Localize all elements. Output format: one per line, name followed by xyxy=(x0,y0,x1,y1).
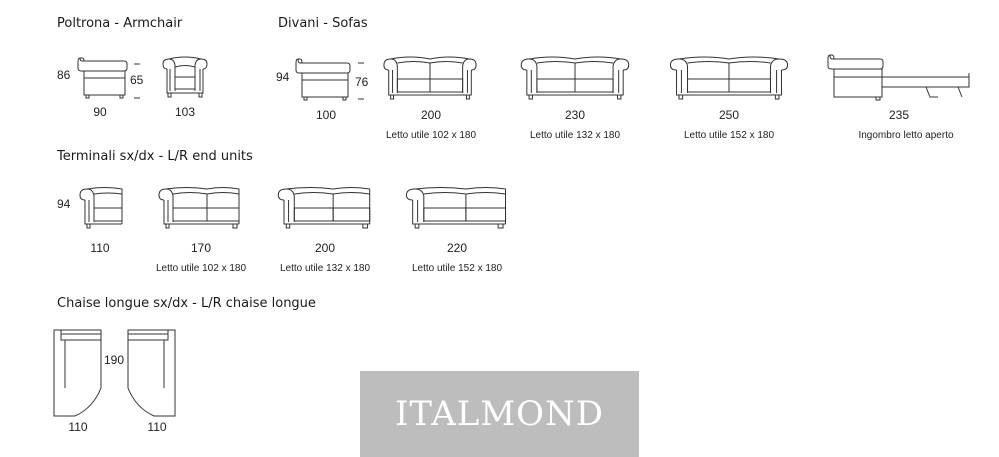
end-units-section-title: Terminali sx/dx - L/R end units xyxy=(57,149,253,164)
sofa-side-width-label: 100 xyxy=(315,108,337,122)
chaise-depth-label: 190 xyxy=(104,353,125,367)
end-unit-200-front-view xyxy=(276,186,372,232)
armchair-height-label: 86 xyxy=(57,68,71,82)
sofa-bed-open-side-view xyxy=(826,53,972,103)
end-unit-220-front-view xyxy=(404,186,508,232)
chaise-right-top-view xyxy=(126,328,176,418)
armchair-seat-height-label: 65 xyxy=(130,73,144,87)
sofa-230-note: Letto utile 132 x 180 xyxy=(529,130,621,141)
sofa-230-front-view xyxy=(519,55,631,103)
sofas-section-title: Divani - Sofas xyxy=(278,16,368,31)
end-unit-200-note: Letto utile 132 x 180 xyxy=(279,263,371,274)
armchair-side-view xyxy=(76,56,136,102)
armchair-side-width-label: 90 xyxy=(93,105,107,119)
end-unit-170-note: Letto utile 102 x 180 xyxy=(155,263,247,274)
sofa-200-note: Letto utile 102 x 180 xyxy=(385,130,477,141)
sofa-235-width-label: 235 xyxy=(888,108,910,122)
end-unit-200-width-label: 200 xyxy=(314,241,336,255)
sofa-200-front-view xyxy=(382,55,478,103)
armchair-front-view xyxy=(160,55,210,101)
sofa-seat-height-label: 76 xyxy=(355,75,369,89)
sofa-200-width-label: 200 xyxy=(420,108,442,122)
sofa-230-width-label: 230 xyxy=(564,108,586,122)
sofa-250-front-view xyxy=(668,55,790,103)
chaise-left-width-label: 110 xyxy=(68,420,88,434)
end-unit-height-label: 94 xyxy=(57,197,71,211)
end-unit-110-front-view xyxy=(78,186,124,232)
sofa-seat-dimension-line xyxy=(357,57,365,103)
end-unit-220-note: Letto utile 152 x 180 xyxy=(411,263,503,274)
sofa-235-note: Ingombro letto aperto xyxy=(858,130,954,141)
chaise-section-title: Chaise longue sx/dx - L/R chaise longue xyxy=(57,296,316,311)
chaise-left-top-view xyxy=(53,328,103,418)
italmond-watermark: ITALMOND xyxy=(360,371,639,457)
armchair-seat-dimension-line xyxy=(133,56,141,102)
end-unit-220-width-label: 220 xyxy=(446,241,468,255)
sofa-height-label: 94 xyxy=(276,70,290,84)
armchair-section-title: Poltrona - Armchair xyxy=(57,16,183,31)
end-unit-110-width-label: 110 xyxy=(90,241,110,255)
armchair-front-width-label: 103 xyxy=(174,105,196,119)
sofa-250-note: Letto utile 152 x 180 xyxy=(683,130,775,141)
end-unit-170-front-view xyxy=(157,186,241,232)
sofa-250-width-label: 250 xyxy=(718,108,740,122)
watermark-text: ITALMOND xyxy=(394,394,605,434)
chaise-right-width-label: 110 xyxy=(147,420,167,434)
sofa-side-view xyxy=(294,57,360,103)
end-unit-170-width-label: 170 xyxy=(190,241,212,255)
